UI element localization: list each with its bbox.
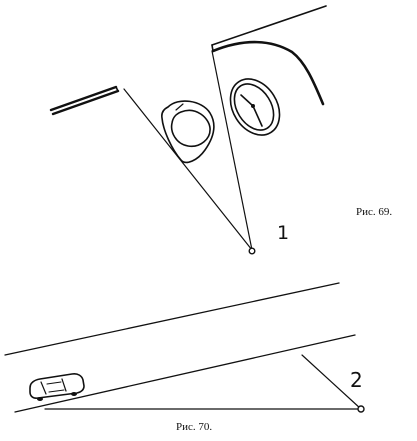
viewpoint-2-marker [357, 405, 365, 413]
viewpoint-1-label: 1 [277, 222, 290, 244]
road-lower-edge [14, 334, 356, 413]
top-right-panel-shape [211, 5, 327, 106]
sight-lines-69 [123, 50, 253, 251]
figure-70-caption: Рис. 70. [176, 421, 213, 433]
figure-69-drawing [49, 5, 327, 255]
viewpoint-2-label: 2 [350, 368, 363, 392]
car-icon [29, 373, 85, 401]
road-upper-edge [4, 282, 340, 356]
figure-69-caption: Рис. 69. [356, 206, 393, 218]
mirror-object-shape [161, 100, 215, 164]
left-bar-shape [49, 85, 120, 116]
clock-dial-shape [229, 78, 281, 136]
sight-lines-70 [44, 354, 362, 410]
viewpoint-1-marker [248, 247, 256, 255]
figure-70-drawing [4, 282, 365, 413]
